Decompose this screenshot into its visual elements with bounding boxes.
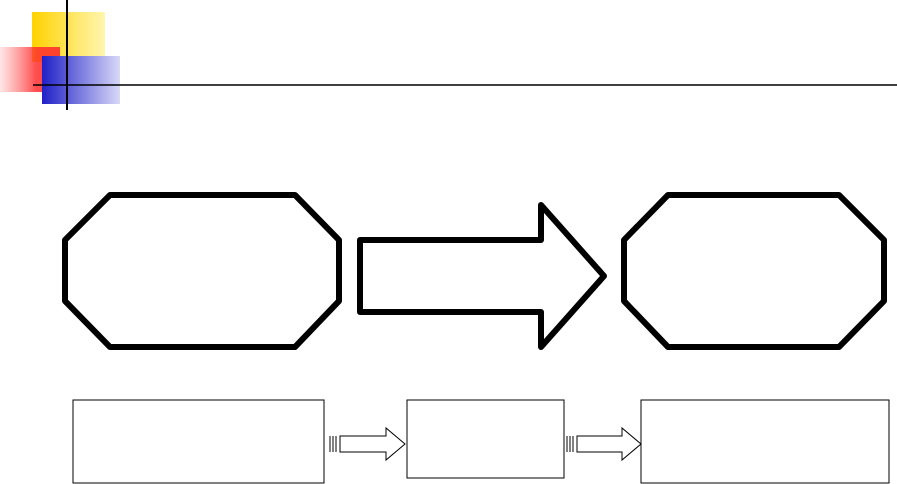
corner-decoration [0, 0, 120, 110]
process-box-3 [640, 399, 890, 484]
process-box-2 [406, 399, 565, 479]
striped-arrow-1 [329, 426, 406, 462]
bottom-row [72, 399, 890, 484]
block-arrow-right [357, 202, 607, 350]
right-octagon [621, 192, 887, 350]
left-octagon [62, 192, 342, 350]
striped-arrow-2 [566, 426, 642, 462]
process-box-1 [72, 399, 325, 484]
top-row [62, 192, 887, 350]
deco-blue-square [42, 56, 120, 104]
